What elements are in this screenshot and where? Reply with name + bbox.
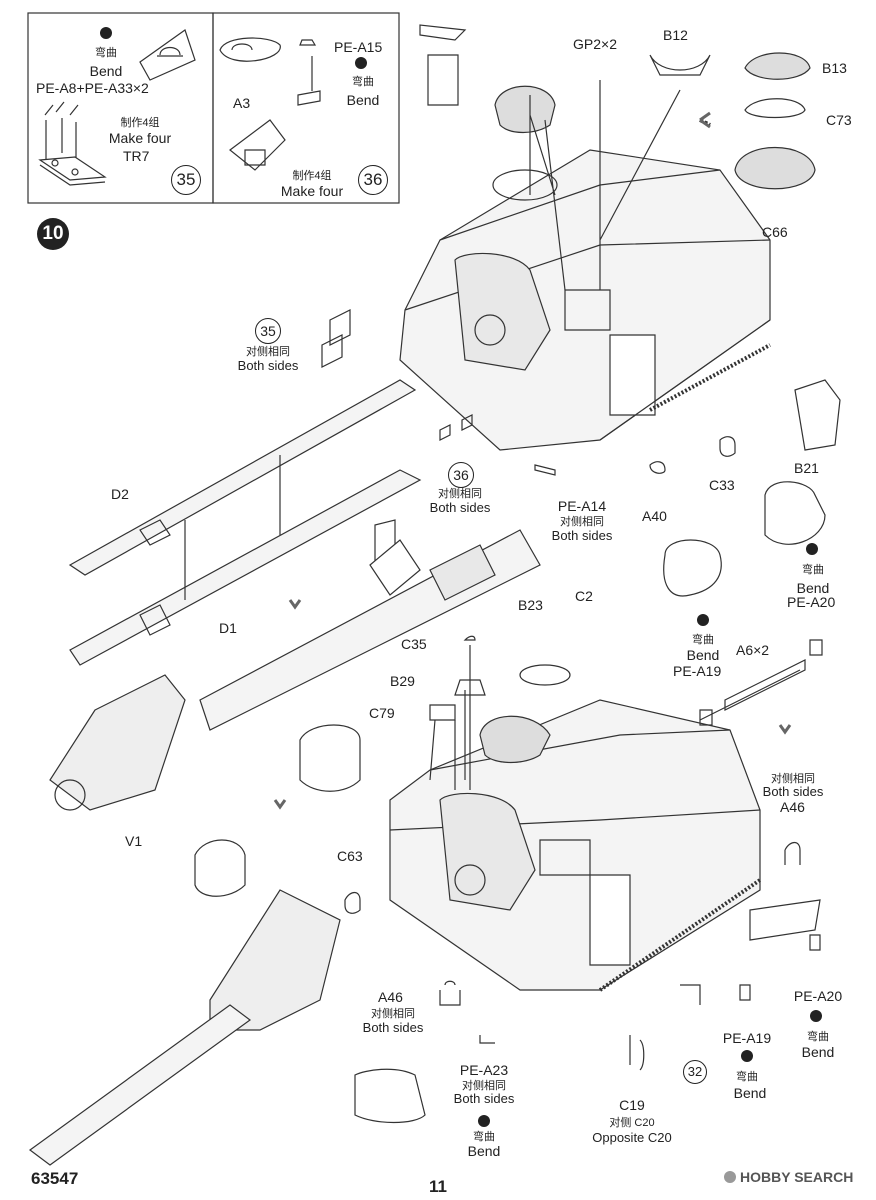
bend-r-en: Bend bbox=[796, 580, 830, 596]
watermark-logo: HOBBY SEARCH bbox=[724, 1170, 853, 1185]
pe-a14-en: Both sides bbox=[551, 528, 613, 543]
model-code: 63547 bbox=[31, 1169, 79, 1188]
bend-m-en: Bend bbox=[733, 1085, 767, 1101]
label-c35: C35 bbox=[401, 636, 427, 652]
page-number: 11 bbox=[429, 1177, 447, 1196]
s36-make-cn: 制作4组 bbox=[292, 170, 332, 182]
check-circles bbox=[100, 27, 822, 1127]
lower-turret-drawing bbox=[28, 635, 823, 1166]
step-10-number: 10 bbox=[42, 223, 64, 244]
label-pe-a19-b: PE-A19 bbox=[722, 1030, 772, 1046]
s36-make-en: Make four bbox=[280, 183, 344, 199]
label-pe-a20-b: PE-A20 bbox=[793, 988, 843, 1004]
label-b21: B21 bbox=[794, 460, 819, 476]
pe-a14-cn: 对侧相同 bbox=[560, 516, 604, 528]
label-b29: B29 bbox=[390, 673, 415, 689]
label-d2: D2 bbox=[111, 486, 129, 502]
s36-bend-cn: 弯曲 bbox=[352, 76, 374, 88]
bend-b-cn: 弯曲 bbox=[473, 1131, 495, 1143]
label-a46-right: A46 bbox=[780, 799, 805, 815]
s35-bend-cn: 弯曲 bbox=[95, 47, 117, 59]
label-c73: C73 bbox=[826, 112, 852, 128]
label-c66: C66 bbox=[762, 224, 788, 240]
c19-cn: 对侧 C20 bbox=[609, 1117, 655, 1129]
label-c33: C33 bbox=[709, 477, 735, 493]
s35-part: TR7 bbox=[123, 148, 150, 164]
bend-rb-en: Bend bbox=[801, 1044, 835, 1060]
label-c19: C19 bbox=[619, 1097, 645, 1113]
bend-l-cn: 弯曲 bbox=[692, 634, 714, 646]
upper-turret-drawing bbox=[321, 24, 841, 476]
label-b23: B23 bbox=[518, 597, 543, 613]
s35-bend-en: Bend bbox=[89, 63, 123, 79]
ref35-cn: 对侧相同 bbox=[246, 346, 290, 358]
a46l-en: Both sides bbox=[362, 1020, 424, 1035]
s36-pe-part: PE-A15 bbox=[334, 39, 383, 55]
bend-l-en: Bend bbox=[686, 647, 720, 663]
c19-en: Opposite C20 bbox=[592, 1130, 672, 1145]
label-pe-a23: PE-A23 bbox=[459, 1062, 509, 1078]
ref36-en: Both sides bbox=[429, 500, 491, 515]
bend-r-cn: 弯曲 bbox=[802, 564, 824, 576]
direction-arrows bbox=[273, 111, 792, 810]
label-a6: A6×2 bbox=[736, 642, 770, 658]
label-b13: B13 bbox=[822, 60, 847, 76]
step-36-number: 36 bbox=[358, 165, 388, 195]
s36-bend-en: Bend bbox=[346, 92, 380, 108]
label-a46-left: A46 bbox=[378, 989, 403, 1005]
ref35-en: Both sides bbox=[237, 358, 299, 373]
pe-a23-cn: 对侧相同 bbox=[462, 1080, 506, 1092]
label-c2: C2 bbox=[575, 588, 593, 604]
step-35-number: 35 bbox=[171, 165, 201, 195]
step-36-box bbox=[212, 12, 400, 204]
label-c63: C63 bbox=[337, 848, 363, 864]
label-gp2: GP2×2 bbox=[573, 36, 617, 52]
label-a40: A40 bbox=[642, 508, 667, 524]
label-c79: C79 bbox=[369, 705, 395, 721]
bend-m-cn: 弯曲 bbox=[736, 1071, 758, 1083]
s36-part: A3 bbox=[233, 95, 251, 111]
s35-make-cn: 制作4组 bbox=[120, 117, 160, 129]
step-35-sketch bbox=[38, 29, 196, 186]
label-pe-a14: PE-A14 bbox=[557, 498, 607, 514]
bend-rb-cn: 弯曲 bbox=[807, 1031, 829, 1043]
gun-barrel-drawing bbox=[49, 379, 541, 811]
a46l-cn: 对侧相同 bbox=[371, 1008, 415, 1020]
ref36-cn: 对侧相同 bbox=[438, 488, 482, 500]
ref-35: 35 bbox=[255, 318, 281, 344]
pe-a23-en: Both sides bbox=[453, 1091, 515, 1106]
s35-make-en: Make four bbox=[108, 130, 172, 146]
label-v1: V1 bbox=[125, 833, 143, 849]
ref-36: 36 bbox=[448, 462, 474, 488]
a46r-cn: 对侧相同 bbox=[771, 773, 815, 785]
label-b12: B12 bbox=[663, 27, 688, 43]
watermark-icon bbox=[724, 1171, 736, 1183]
label-pe-a20: PE-A20 bbox=[787, 594, 836, 610]
ref-32: 32 bbox=[683, 1060, 707, 1084]
callout-bubbles bbox=[194, 481, 826, 1124]
watermark-text: HOBBY SEARCH bbox=[740, 1169, 854, 1185]
label-pe-a19: PE-A19 bbox=[673, 663, 722, 679]
a46r-en: Both sides bbox=[762, 784, 824, 799]
bend-b-en: Bend bbox=[467, 1143, 501, 1159]
step-36-sketch bbox=[219, 37, 321, 171]
label-d1: D1 bbox=[219, 620, 237, 636]
s35-pe-parts: PE-A8+PE-A33×2 bbox=[36, 80, 149, 96]
